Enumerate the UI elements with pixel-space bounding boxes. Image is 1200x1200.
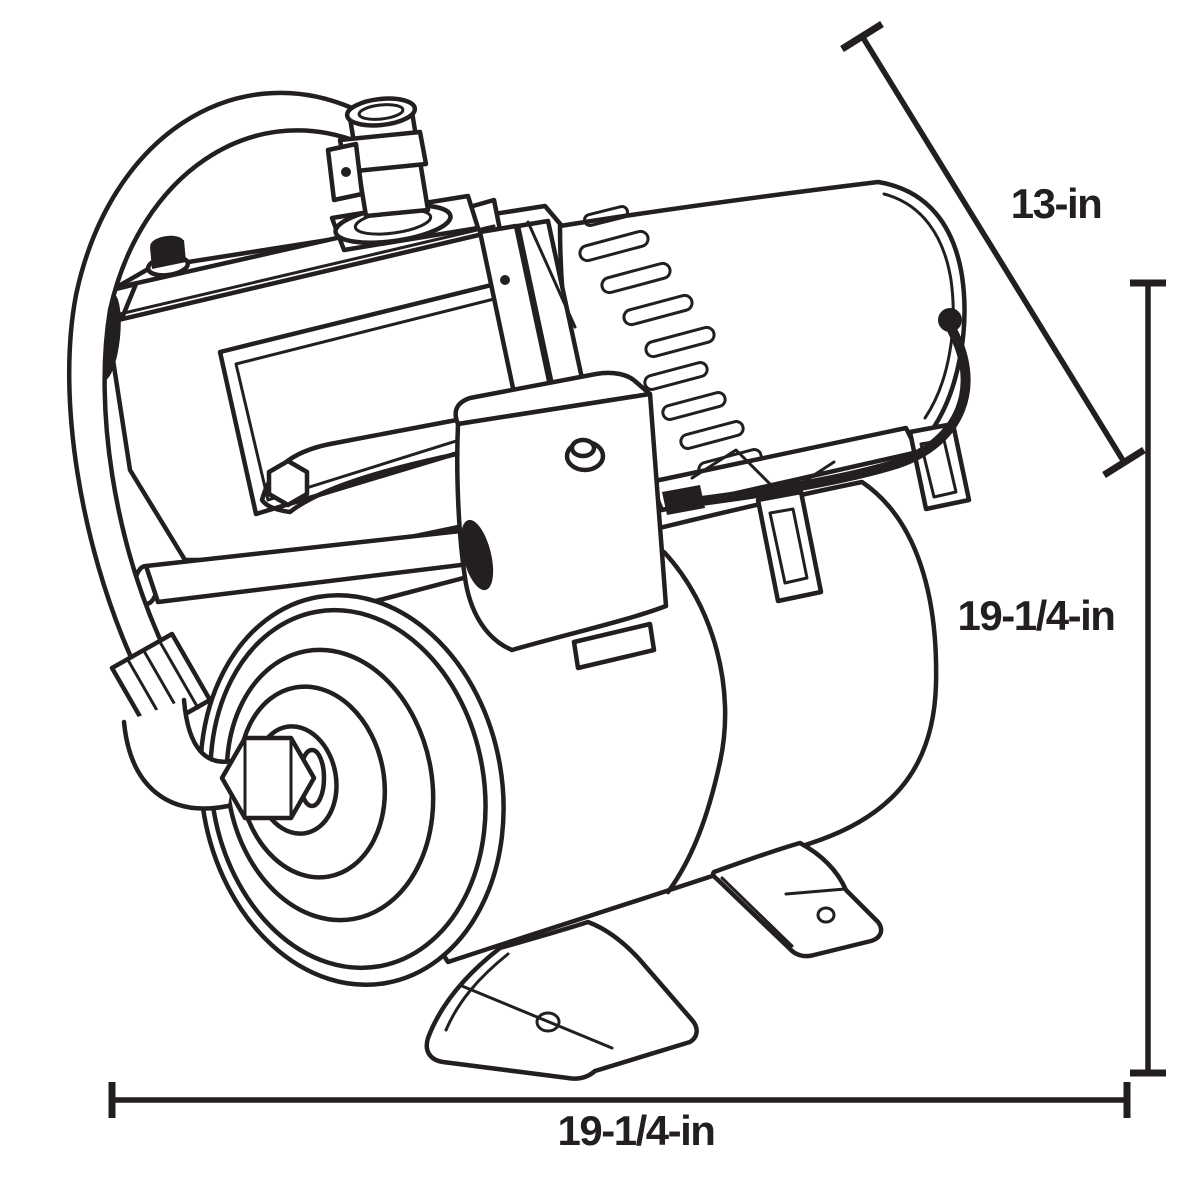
dimension-width-label: 19-1/4-in	[558, 1107, 715, 1154]
pump-slot-arm	[259, 405, 531, 515]
motor-vent-slots	[578, 205, 763, 478]
mounting-foot-rear	[710, 840, 884, 959]
rear-foot-bolt-hole	[816, 906, 836, 924]
cord-grommet	[938, 308, 962, 332]
elbow-inner	[181, 697, 239, 764]
switch-knob-top	[569, 437, 597, 459]
front-foot-bolt-hole	[535, 1011, 561, 1033]
elbow-outer	[121, 719, 231, 811]
power-cord	[681, 325, 971, 508]
switch-front-face	[455, 391, 669, 653]
rear-foot-bend-line	[784, 887, 847, 896]
plate-bolt-dot	[500, 275, 510, 285]
tank-end-ring-rim	[208, 607, 488, 971]
mounting-foot-front	[424, 919, 699, 1081]
pipe-bore	[357, 103, 405, 121]
dimension-depth-label: 13-in	[1011, 180, 1102, 227]
pump-flange-lip	[118, 224, 496, 316]
pump-hex-bolt	[266, 458, 310, 508]
bracket-brace	[690, 448, 836, 498]
dimension-depth-tick-top	[840, 21, 884, 52]
tank-inlet-hex-nut	[219, 735, 317, 821]
dimension-depth: 13-in	[840, 21, 1146, 478]
tank-end-ring-mid	[224, 647, 436, 923]
pressure-switch	[453, 370, 669, 671]
dimension-width: 19-1/4-in	[108, 1082, 1131, 1154]
discharge-pipe-body	[325, 96, 431, 219]
clamp-bolt-dot	[341, 167, 351, 177]
dimension-depth-tick-bottom	[1102, 447, 1146, 478]
hose-inner-edge	[102, 128, 361, 651]
suction-hose	[67, 90, 361, 821]
rear-foot-edge	[720, 876, 794, 948]
dimension-height: 19-1/4-in	[958, 279, 1166, 1077]
motor-end-cap-line	[882, 192, 955, 420]
hose-outer-edge	[67, 90, 355, 658]
dimension-height-label: 19-1/4-in	[958, 592, 1115, 639]
elbow-band	[124, 700, 236, 809]
switch-conduit-port	[460, 519, 494, 591]
switch-top-face	[453, 370, 653, 427]
hex-nut-facets	[243, 736, 293, 820]
switch-bottom-tab	[571, 621, 657, 671]
plug-top	[150, 235, 184, 253]
front-foot-edge	[444, 952, 510, 1032]
power-cord-end	[661, 549, 728, 895]
bracket-tab-left-inner	[768, 507, 809, 585]
cord-connector	[662, 485, 705, 515]
dimension-depth-line	[859, 34, 1127, 464]
